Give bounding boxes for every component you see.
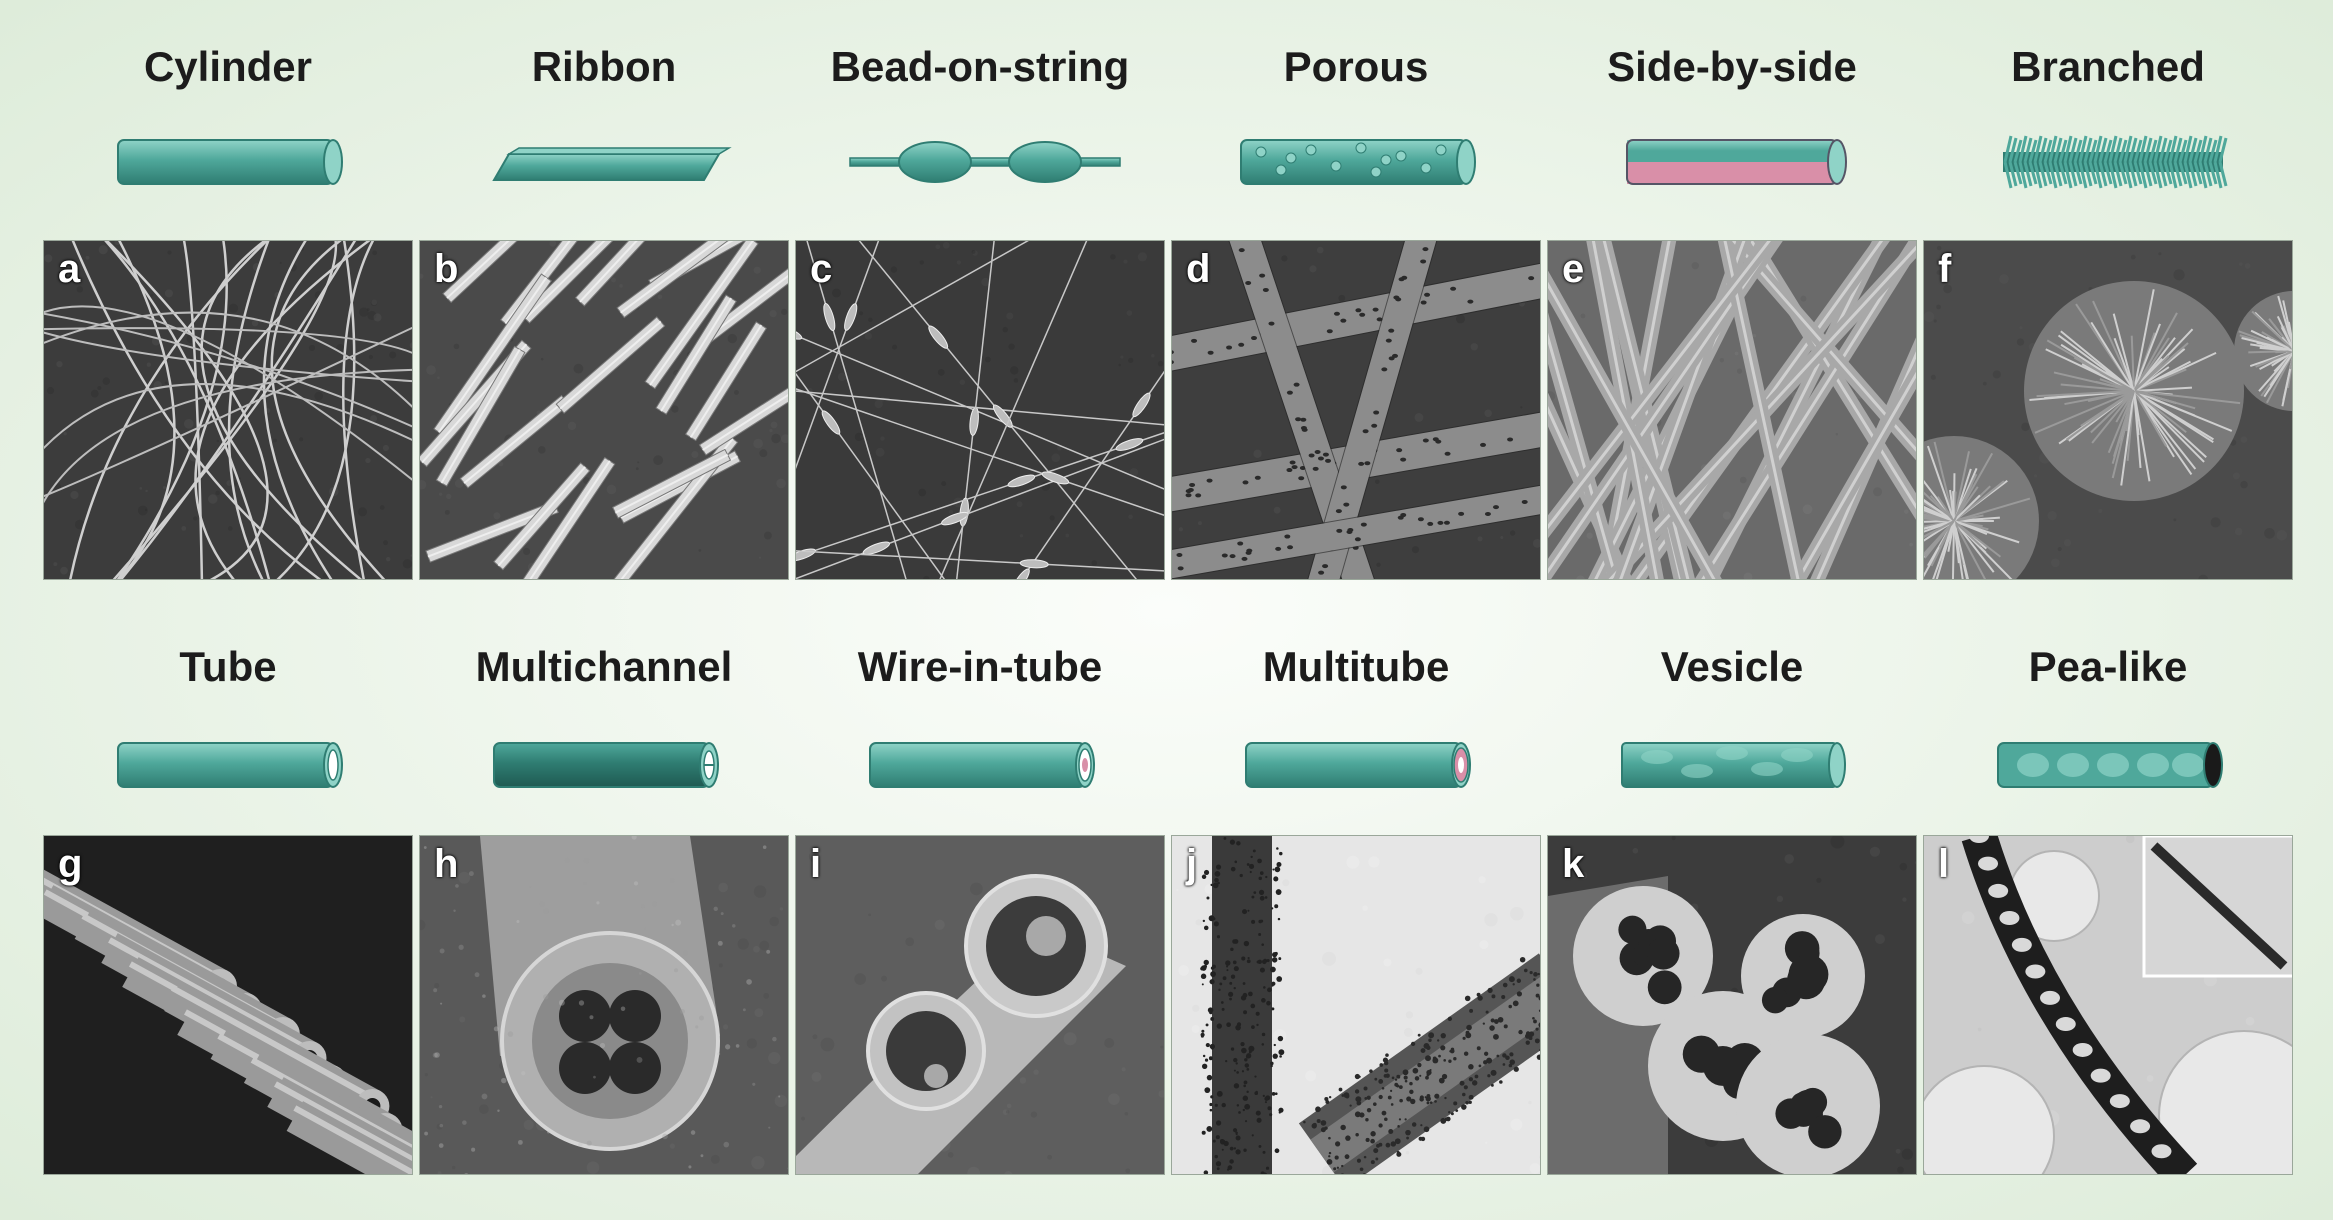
sem-beaded-fibers: c [795,240,1165,580]
bead-on-string-fiber-icon [849,141,1121,183]
ribbon-fiber-icon [492,147,732,181]
cylinder-fiber-icon [117,139,343,185]
panel-label: j [1186,842,1198,886]
panel-label: k [1562,842,1585,886]
panel-label: i [810,842,822,886]
micrograph-image [1172,241,1540,579]
micrograph-image [1924,836,2292,1174]
micrograph-image [1172,836,1540,1174]
panel-label: h [434,842,459,886]
sem-branched-spheres: f [1923,240,2293,580]
tube-fiber-icon [117,742,343,788]
micrograph-image [420,241,788,579]
sem-hollow-tubes: g [43,835,413,1175]
panel-label: l [1938,842,1950,886]
micrograph-image [44,836,412,1174]
sem-porous-fibers: d [1171,240,1541,580]
micrograph-image [796,836,1164,1174]
morphology-title: Multichannel [475,643,733,690]
micrograph-image [44,241,412,579]
micrograph-image [1548,836,1916,1174]
vesicle-fiber-icon [1621,742,1846,788]
wire-in-tube-fiber-icon [869,742,1095,788]
morphology-title: Cylinder [143,43,313,90]
panel-label: a [58,247,81,291]
morphology-title: Side-by-side [1607,43,1857,90]
morphology-title: Branched [2011,43,2205,90]
sem-wire-in-tube: i [795,835,1165,1175]
morphology-title: Tube [179,643,277,690]
sem-multichannel-tube: h [419,835,789,1175]
micrograph-image [420,836,788,1174]
micrograph-image [1924,241,2292,579]
panel-label: f [1938,247,1952,291]
multitube-fiber-icon [1245,742,1471,788]
micrograph-image [796,241,1164,579]
sem-flat-ribbon-fibers: b [419,240,789,580]
tem-pea-like-fiber: l [1923,835,2293,1175]
pea-like-fiber-icon [1997,742,2223,788]
morphology-title: Vesicle [1660,643,1804,690]
panel-label: b [434,247,459,291]
morphology-title: Wire-in-tube [857,643,1103,690]
panel-label: d [1186,247,1211,291]
morphology-title: Multitube [1262,643,1450,690]
sem-side-by-side-fibers: e [1547,240,1917,580]
morphology-title: Ribbon [531,43,677,90]
sem-vesicle-fibers: k [1547,835,1917,1175]
sem-random-cylindrical-fibers: a [43,240,413,580]
micrograph-image [1548,241,1916,579]
panel-label: c [810,247,833,291]
panel-label: g [58,842,83,886]
tem-multitube-fibers: j [1171,835,1541,1175]
branched-fiber-icon [2003,135,2228,189]
porous-fiber-icon [1240,139,1476,185]
side-by-side-fiber-icon [1626,139,1847,185]
morphology-title: Porous [1283,43,1429,90]
morphology-title: Pea-like [2028,643,2188,690]
panel-label: e [1562,247,1585,291]
morphology-title: Bead-on-string [830,43,1130,90]
multichannel-fiber-icon [493,742,719,788]
